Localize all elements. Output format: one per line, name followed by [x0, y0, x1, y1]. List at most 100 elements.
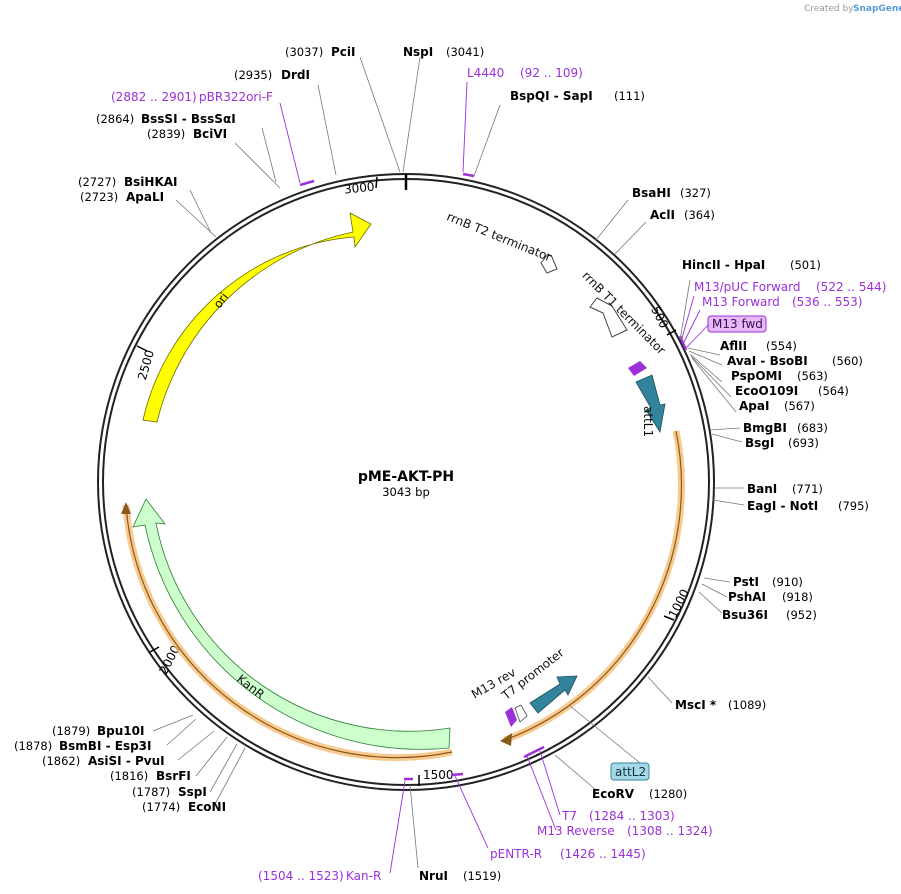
site-eagi-pos: (795) — [838, 499, 869, 513]
site-nrui-name[interactable]: NruI — [419, 869, 448, 883]
site-bsihkai-name[interactable]: BsiHKAI — [124, 175, 178, 189]
primer-m13puc-name[interactable]: M13/pUC Forward — [694, 280, 801, 294]
site-aflii-pos: (554) — [766, 339, 797, 353]
site-bmgbi-name[interactable]: BmgBI — [743, 421, 787, 435]
primer-m13fwd-name[interactable]: M13 Forward — [702, 295, 780, 309]
site-pcii-name[interactable]: PciI — [331, 45, 356, 59]
kanr-feature — [132, 498, 451, 750]
site-pshai-name[interactable]: PshAI — [728, 590, 766, 604]
site-pcii-pos: (3037) — [285, 45, 323, 59]
site-ecorv-pos: (1280) — [649, 787, 687, 801]
site-sspi-name[interactable]: SspI — [178, 785, 207, 799]
site-avai-name[interactable]: AvaI - BsoBI — [727, 354, 808, 368]
primer-t7-name[interactable]: T7 — [561, 809, 577, 823]
primer-bars — [299, 172, 688, 781]
tick-2500 — [136, 345, 148, 352]
site-nrui-pos: (1519) — [463, 869, 501, 883]
site-leaders — [152, 56, 745, 869]
site-apali-pos: (2723) — [80, 190, 118, 204]
site-apai-pos: (567) — [784, 399, 815, 413]
site-bsahi-name[interactable]: BsaHI — [632, 186, 671, 200]
site-bsmbi-name[interactable]: BsmBI - Esp3I — [59, 739, 151, 753]
tick-3000 — [375, 176, 378, 189]
site-ecorv-name[interactable]: EcoRV — [592, 787, 635, 801]
plasmid-name: pME-AKT-PH — [358, 469, 454, 485]
site-sspi-pos: (1787) — [132, 785, 170, 799]
attl2-tag-label: attL2 — [615, 765, 646, 779]
site-bsssi-name[interactable]: BssSI - BssSαI — [141, 112, 236, 126]
credit-prefix: Created by — [804, 4, 854, 14]
site-bspqi-name[interactable]: BspQI - SapI — [510, 89, 593, 103]
site-pspomi-name[interactable]: PspOMI — [731, 369, 782, 383]
site-eco0109i-pos: (564) — [818, 384, 849, 398]
tick-1000 — [663, 615, 675, 621]
site-psti-pos: (910) — [772, 575, 803, 589]
primer-pentr-name[interactable]: pENTR-R — [490, 847, 542, 861]
primer-pentr-range: (1426 .. 1445) — [560, 847, 646, 861]
site-hincii-name[interactable]: HincII - HpaI — [682, 258, 765, 272]
site-acli-pos: (364) — [684, 208, 715, 222]
site-bani-pos: (771) — [792, 482, 823, 496]
site-apai-name[interactable]: ApaI — [739, 399, 769, 413]
site-bsrfi-pos: (1816) — [110, 769, 148, 783]
site-bsmbi-pos: (1878) — [14, 739, 52, 753]
site-bpu10i-name[interactable]: Bpu10I — [97, 724, 144, 738]
m13-fwd-tag-label: M13 fwd — [712, 317, 763, 331]
tick-label-3000: 3000 — [343, 180, 375, 197]
site-aflii-name[interactable]: AflII — [720, 339, 747, 353]
primer-pbr322-range: (2882 .. 2901) — [111, 90, 197, 104]
site-apali-name[interactable]: ApaLI — [126, 190, 164, 204]
site-asisi-pos: (1862) — [42, 754, 80, 768]
primer-m13fwd-range: (536 .. 553) — [792, 295, 862, 309]
primer-m13puc-range: (522 .. 544) — [816, 280, 886, 294]
m13-fwd-tag[interactable] — [707, 315, 767, 333]
primer-kanr-name[interactable]: Kan-R — [346, 869, 381, 883]
site-drdi-pos: (2935) — [234, 68, 272, 82]
tick-label-2500: 2500 — [135, 348, 157, 381]
primer-leaders — [279, 81, 711, 874]
site-bsu36i-name[interactable]: Bsu36I — [722, 608, 768, 622]
site-msci-name[interactable]: MscI * — [675, 698, 717, 712]
m13-fwd-feature — [628, 361, 647, 376]
site-drdi-name[interactable]: DrdI — [281, 68, 310, 82]
site-bcivi-pos: (2839) — [147, 127, 185, 141]
primer-kanr-range: (1504 .. 1523) — [258, 869, 344, 883]
site-bpu10i-pos: (1879) — [52, 724, 90, 738]
attl1-label: attL1 — [641, 406, 655, 437]
site-asisi-name[interactable]: AsiSI - PvuI — [88, 754, 165, 768]
site-eagi-name[interactable]: EagI - NotI — [747, 499, 818, 513]
site-eco0109i-name[interactable]: EcoO109I — [735, 384, 798, 398]
kan-region-highlight — [122, 504, 453, 762]
site-acli-name[interactable]: AclI — [650, 208, 675, 222]
insert-line — [504, 430, 683, 741]
site-bani-name[interactable]: BanI — [747, 482, 777, 496]
site-psti-name[interactable]: PstI — [733, 575, 759, 589]
tick-2000 — [149, 646, 160, 653]
site-bcivi-name[interactable]: BciVI — [193, 127, 227, 141]
attl2-tag[interactable] — [610, 762, 650, 781]
primer-m13rev-name[interactable]: M13 Reverse — [537, 824, 615, 838]
site-nspi-pos: (3041) — [446, 45, 484, 59]
tick-label-500: 500 — [648, 304, 671, 331]
site-bsssi-pos: (2864) — [96, 112, 134, 126]
site-pshai-pos: (918) — [782, 590, 813, 604]
site-pspomi-pos: (563) — [797, 369, 828, 383]
lac-small-arrow — [514, 704, 528, 723]
rrnb-t2-feature — [540, 253, 558, 274]
kan-region-line — [125, 504, 453, 759]
primer-l4440-name[interactable]: L4440 — [467, 66, 504, 80]
site-hincii-pos: (501) — [790, 258, 821, 272]
primer-pbr322-name[interactable]: pBR322ori-F — [199, 90, 273, 104]
primer-t7-range: (1284 .. 1303) — [589, 809, 675, 823]
site-econi-name[interactable]: EcoNI — [188, 800, 226, 814]
site-econi-pos: (1774) — [142, 800, 180, 814]
site-bsgi-pos: (693) — [788, 436, 819, 450]
insert-arrowhead — [500, 733, 512, 746]
ori-feature — [142, 212, 372, 423]
tick-label-1500: 1500 — [423, 768, 454, 782]
kan-region-arrowhead — [121, 502, 131, 514]
site-bsgi-name[interactable]: BsgI — [745, 436, 774, 450]
site-bsrfi-name[interactable]: BsrFI — [156, 769, 191, 783]
site-nspi-name[interactable]: NspI — [403, 45, 433, 59]
